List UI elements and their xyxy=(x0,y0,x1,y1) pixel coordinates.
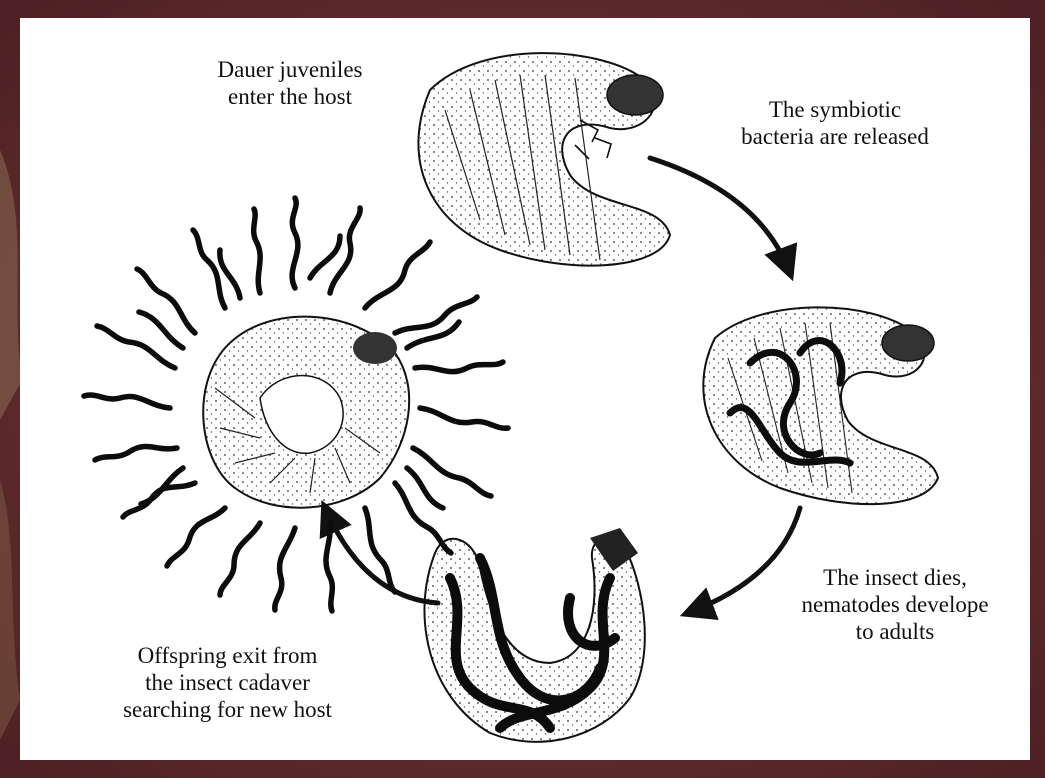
caption-dauer-juveniles-enter: Dauer juveniles enter the host xyxy=(170,56,410,110)
larva-stage-dies xyxy=(424,528,644,742)
larva-stage-exit xyxy=(84,198,508,611)
diagram-panel: Dauer juveniles enter the host The symbi… xyxy=(20,18,1030,760)
larva-stage-enter xyxy=(418,53,670,266)
arrow-release xyxy=(650,158,790,273)
caption-insect-dies: The insect dies, nematodes develope to a… xyxy=(775,564,1015,645)
caption-offspring-exit: Offspring exit from the insect cadaver s… xyxy=(100,642,355,723)
larva-stage-release xyxy=(703,307,938,504)
caption-bacteria-released: The symbiotic bacteria are released xyxy=(710,96,960,150)
